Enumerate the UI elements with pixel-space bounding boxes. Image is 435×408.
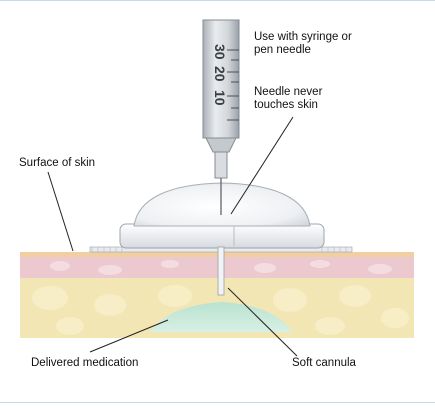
leader-lines xyxy=(47,116,298,357)
fat-texture xyxy=(32,285,409,335)
leader-soft-cannula xyxy=(227,287,298,357)
injection-port-device xyxy=(89,182,353,296)
syringe-graduations xyxy=(227,49,239,121)
syringe-marking-10: 10 xyxy=(212,90,228,106)
port-dome xyxy=(133,182,311,227)
syringe-taper xyxy=(205,137,237,153)
label-needle-never-touches-skin: Needle never touches skin xyxy=(254,86,323,111)
syringe: 30 20 10 xyxy=(202,19,240,215)
adhesive-hatching xyxy=(91,247,347,252)
label-soft-cannula: Soft cannula xyxy=(292,357,356,369)
skin-surface-layer xyxy=(20,252,414,257)
skin-layers xyxy=(20,252,414,338)
port-base xyxy=(119,223,325,249)
label-syringe-use: Use with syringe or pen needle xyxy=(254,31,352,56)
leader-surface-of-skin xyxy=(47,171,74,252)
dermis-texture xyxy=(50,260,392,275)
label-delivered-medication: Delivered medication xyxy=(31,357,139,369)
syringe-hub xyxy=(214,151,228,179)
leader-needle-never xyxy=(230,116,294,215)
medication-pool xyxy=(150,302,292,332)
leader-delivered-medication xyxy=(89,319,169,353)
syringe-marking-20: 20 xyxy=(212,66,228,82)
soft-cannula xyxy=(217,246,225,296)
dermis-layer xyxy=(20,256,414,278)
label-surface-of-skin: Surface of skin xyxy=(19,157,96,169)
syringe-marking-30: 30 xyxy=(212,44,228,60)
syringe-barrel xyxy=(202,19,240,139)
